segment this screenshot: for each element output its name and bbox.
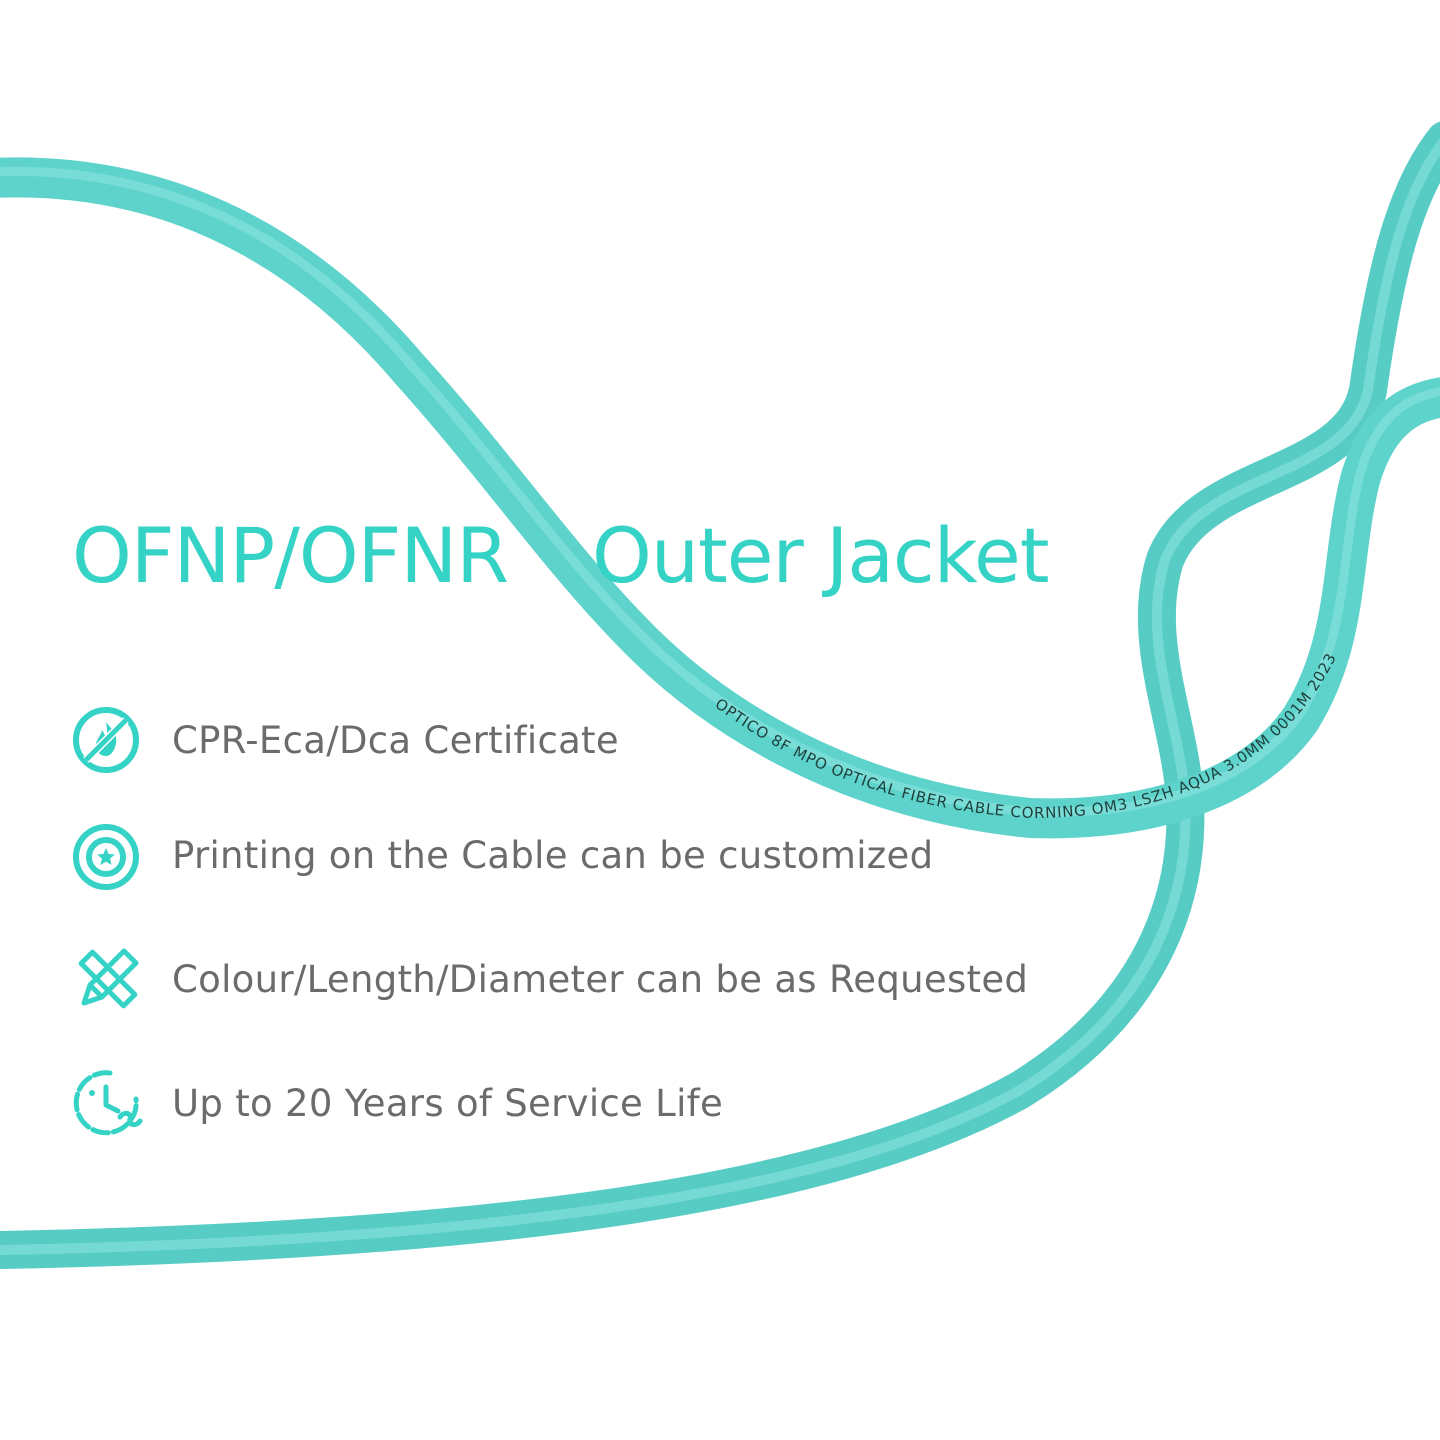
feature-label: Up to 20 Years of Service Life: [172, 1081, 724, 1125]
feature-item-certificate: CPR-Eca/Dca Certificate: [70, 700, 619, 780]
cable-strand-upper-highlight: [0, 166, 1440, 817]
no-fire-icon: [73, 707, 139, 773]
feature-label: CPR-Eca/Dca Certificate: [172, 718, 619, 762]
feature-item-service-life: Up to 20 Years of Service Life: [70, 1063, 723, 1143]
feature-item-custom-printing: Printing on the Cable can be customized: [70, 815, 933, 895]
clock-service-icon: [73, 1070, 143, 1136]
feature-label: Colour/Length/Diameter can be as Request…: [172, 957, 1029, 1001]
star-badge-icon: [73, 824, 139, 890]
headline-part2: Outer Jacket: [592, 511, 1050, 600]
feature-label: Printing on the Cable can be customized: [172, 833, 934, 877]
feature-item-custom-size: Colour/Length/Diameter can be as Request…: [70, 939, 1028, 1019]
headline-part1: OFNP/OFNR: [72, 511, 509, 600]
pencil-ruler-icon: [78, 948, 139, 1009]
